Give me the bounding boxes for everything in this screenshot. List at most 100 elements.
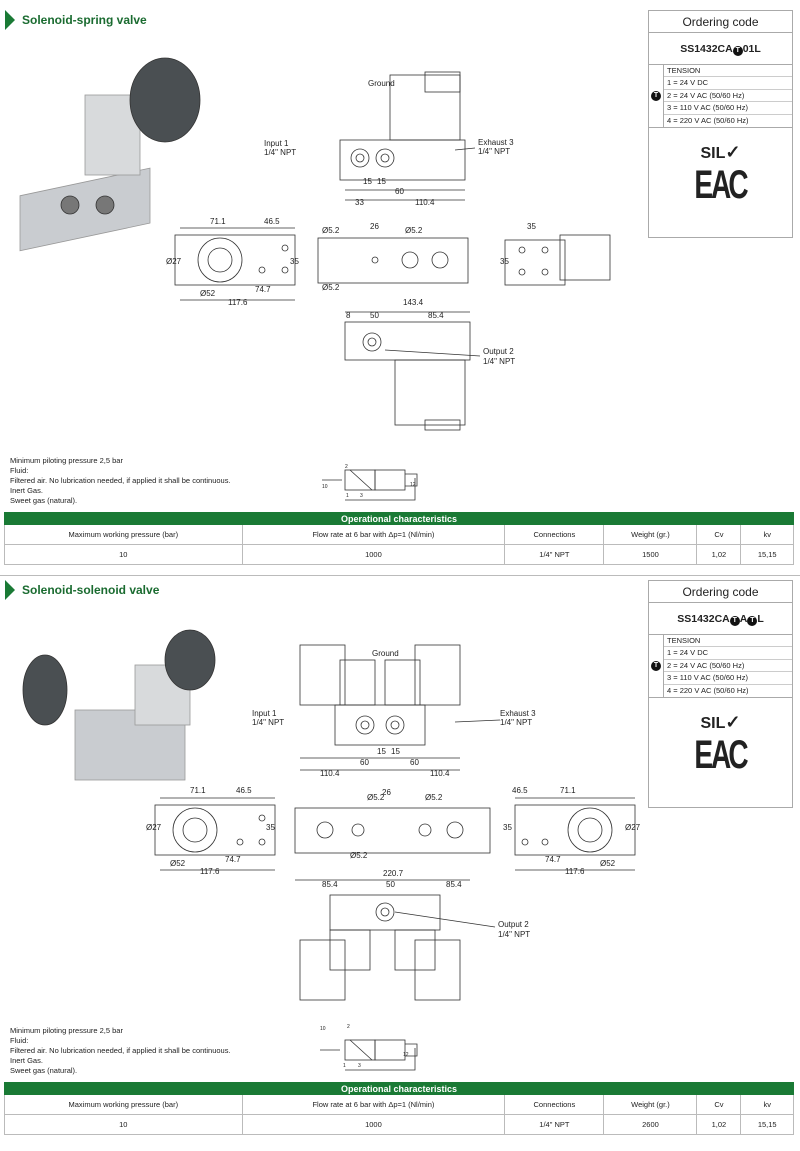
table-header: Weight (gr.) (603, 1094, 698, 1115)
symbol-port-label: 10 (320, 1026, 326, 1032)
sil-logo: SIL✓ (700, 711, 741, 732)
symbol-port-label: 3 (358, 1063, 361, 1069)
tension-option: 3 = 110 V AC (50/60 Hz) (664, 102, 792, 115)
table-cell: 2600 (603, 1114, 698, 1135)
note-line: Minimum piloting pressure 2,5 bar (10, 456, 123, 465)
tension-option: 3 = 110 V AC (50/60 Hz) (664, 672, 792, 685)
section-divider (0, 575, 800, 576)
code-suffix: A (739, 613, 748, 625)
dimension-label: Ø52 (170, 859, 186, 868)
dimension-label: 1/4" NPT (264, 148, 296, 157)
tension-option: 4 = 220 V AC (50/60 Hz) (667, 685, 749, 695)
note-line: Sweet gas (natural). (10, 496, 78, 505)
dimension-label: Ø27 (166, 257, 182, 266)
symbol-port-label: 2 (347, 1024, 350, 1030)
table-header: Flow rate at 6 bar with Δp=1 (Nl/min) (241, 524, 506, 545)
table-cell: 1,02 (696, 1114, 742, 1135)
sil-logo: SIL✓ (700, 141, 741, 162)
table-cell: 10 (4, 544, 243, 565)
dimension-label: 85.4 (322, 880, 338, 889)
dimension-label: 117.6 (228, 298, 248, 307)
dimension-label: Input 1 (264, 139, 289, 148)
table-cell: 1500 (603, 544, 698, 565)
section-title: Solenoid-solenoid valve (5, 580, 159, 600)
dimension-label: 15 (377, 177, 386, 186)
table-header: kv (740, 1094, 794, 1115)
table-header: Maximum working pressure (bar) (4, 524, 243, 545)
dimension-label: Exhaust 3 (500, 709, 536, 718)
dimension-label: 71.1 (210, 217, 226, 226)
tension-option: 1 = 24 V DC (664, 647, 792, 660)
dimension-label: 74.7 (225, 855, 241, 864)
tension-marker-icon: T (732, 46, 743, 56)
table-cell: 10 (4, 1114, 243, 1135)
triangle-bullet-icon (5, 10, 15, 30)
dimension-label: 50 (370, 311, 379, 320)
table-header: Maximum working pressure (bar) (4, 1094, 243, 1115)
symbol-port-label: 2 (345, 464, 348, 470)
dimension-label: 35 (266, 823, 275, 832)
code-prefix: SS1432CA (677, 613, 730, 625)
dimension-label: Input 1 (252, 709, 277, 718)
table-title: Operational characteristics (4, 512, 794, 525)
dimension-label: 15 (363, 177, 372, 186)
dimension-label: Ø5.2 (367, 793, 385, 802)
table-cell: 15,15 (740, 1114, 794, 1135)
dimension-label: 8 (346, 311, 351, 320)
dimension-label: 143.4 (403, 298, 424, 307)
note-line: Fluid: (10, 1036, 29, 1045)
symbol-port-label: 1 (343, 1063, 346, 1069)
dimension-label: 71.1 (560, 786, 576, 795)
dimension-label: Ø27 (625, 823, 641, 832)
tension-marker-icon: T (729, 616, 740, 626)
dimension-label: Ø5.2 (322, 226, 340, 235)
dimension-label: Output 2 (498, 920, 529, 929)
code-end: L (757, 613, 764, 625)
eac-logo: ЕАС (694, 732, 748, 777)
dimension-label: Ø52 (600, 859, 616, 868)
dimension-label: 85.4 (446, 880, 462, 889)
symbol-port-label: 1 (346, 493, 349, 499)
table-cell: 1/4" NPT (504, 544, 605, 565)
table-header: Connections (504, 1094, 605, 1115)
tension-marker-icon: T (651, 90, 661, 101)
dimension-label: 1/4" NPT (483, 357, 515, 366)
dimension-label: Ø5.2 (425, 793, 443, 802)
table-cell: 1000 (241, 1114, 506, 1135)
table-header: Weight (gr.) (603, 524, 698, 545)
triangle-bullet-icon (5, 580, 15, 600)
table-header: Connections (504, 524, 605, 545)
dimension-label: 117.6 (565, 867, 585, 876)
table-cell: 1/4" NPT (504, 1114, 605, 1135)
dimension-label: Ø27 (146, 823, 162, 832)
dimension-label: 110.4 (415, 198, 435, 207)
note-line: Minimum piloting pressure 2,5 bar (10, 1026, 123, 1035)
tension-title: TENSION (664, 65, 792, 78)
table-header: Flow rate at 6 bar with Δp=1 (Nl/min) (241, 1094, 506, 1115)
dimension-label: 26 (370, 222, 379, 231)
note-line: Inert Gas. (10, 1056, 43, 1065)
dimension-label: Ground (372, 649, 399, 658)
dimension-label: Ø5.2 (405, 226, 423, 235)
symbol-port-label: 10 (322, 484, 328, 490)
dimension-label: 50 (386, 880, 395, 889)
symbol-port-label: 12 (403, 1052, 409, 1058)
operational-characteristics-table: Operational characteristics Maximum work… (4, 512, 794, 565)
note-line: Filtered air. No lubrication needed, if … (10, 476, 231, 485)
dimension-label: 110.4 (430, 769, 450, 778)
dimension-label: 46.5 (236, 786, 252, 795)
dimension-label: Ground (368, 79, 395, 88)
dimension-label: 46.5 (512, 786, 528, 795)
dimension-label: Ø5.2 (350, 851, 368, 860)
note-line: Inert Gas. (10, 486, 43, 495)
dimension-label: 117.6 (200, 867, 220, 876)
pneumatic-symbol (320, 1039, 418, 1071)
